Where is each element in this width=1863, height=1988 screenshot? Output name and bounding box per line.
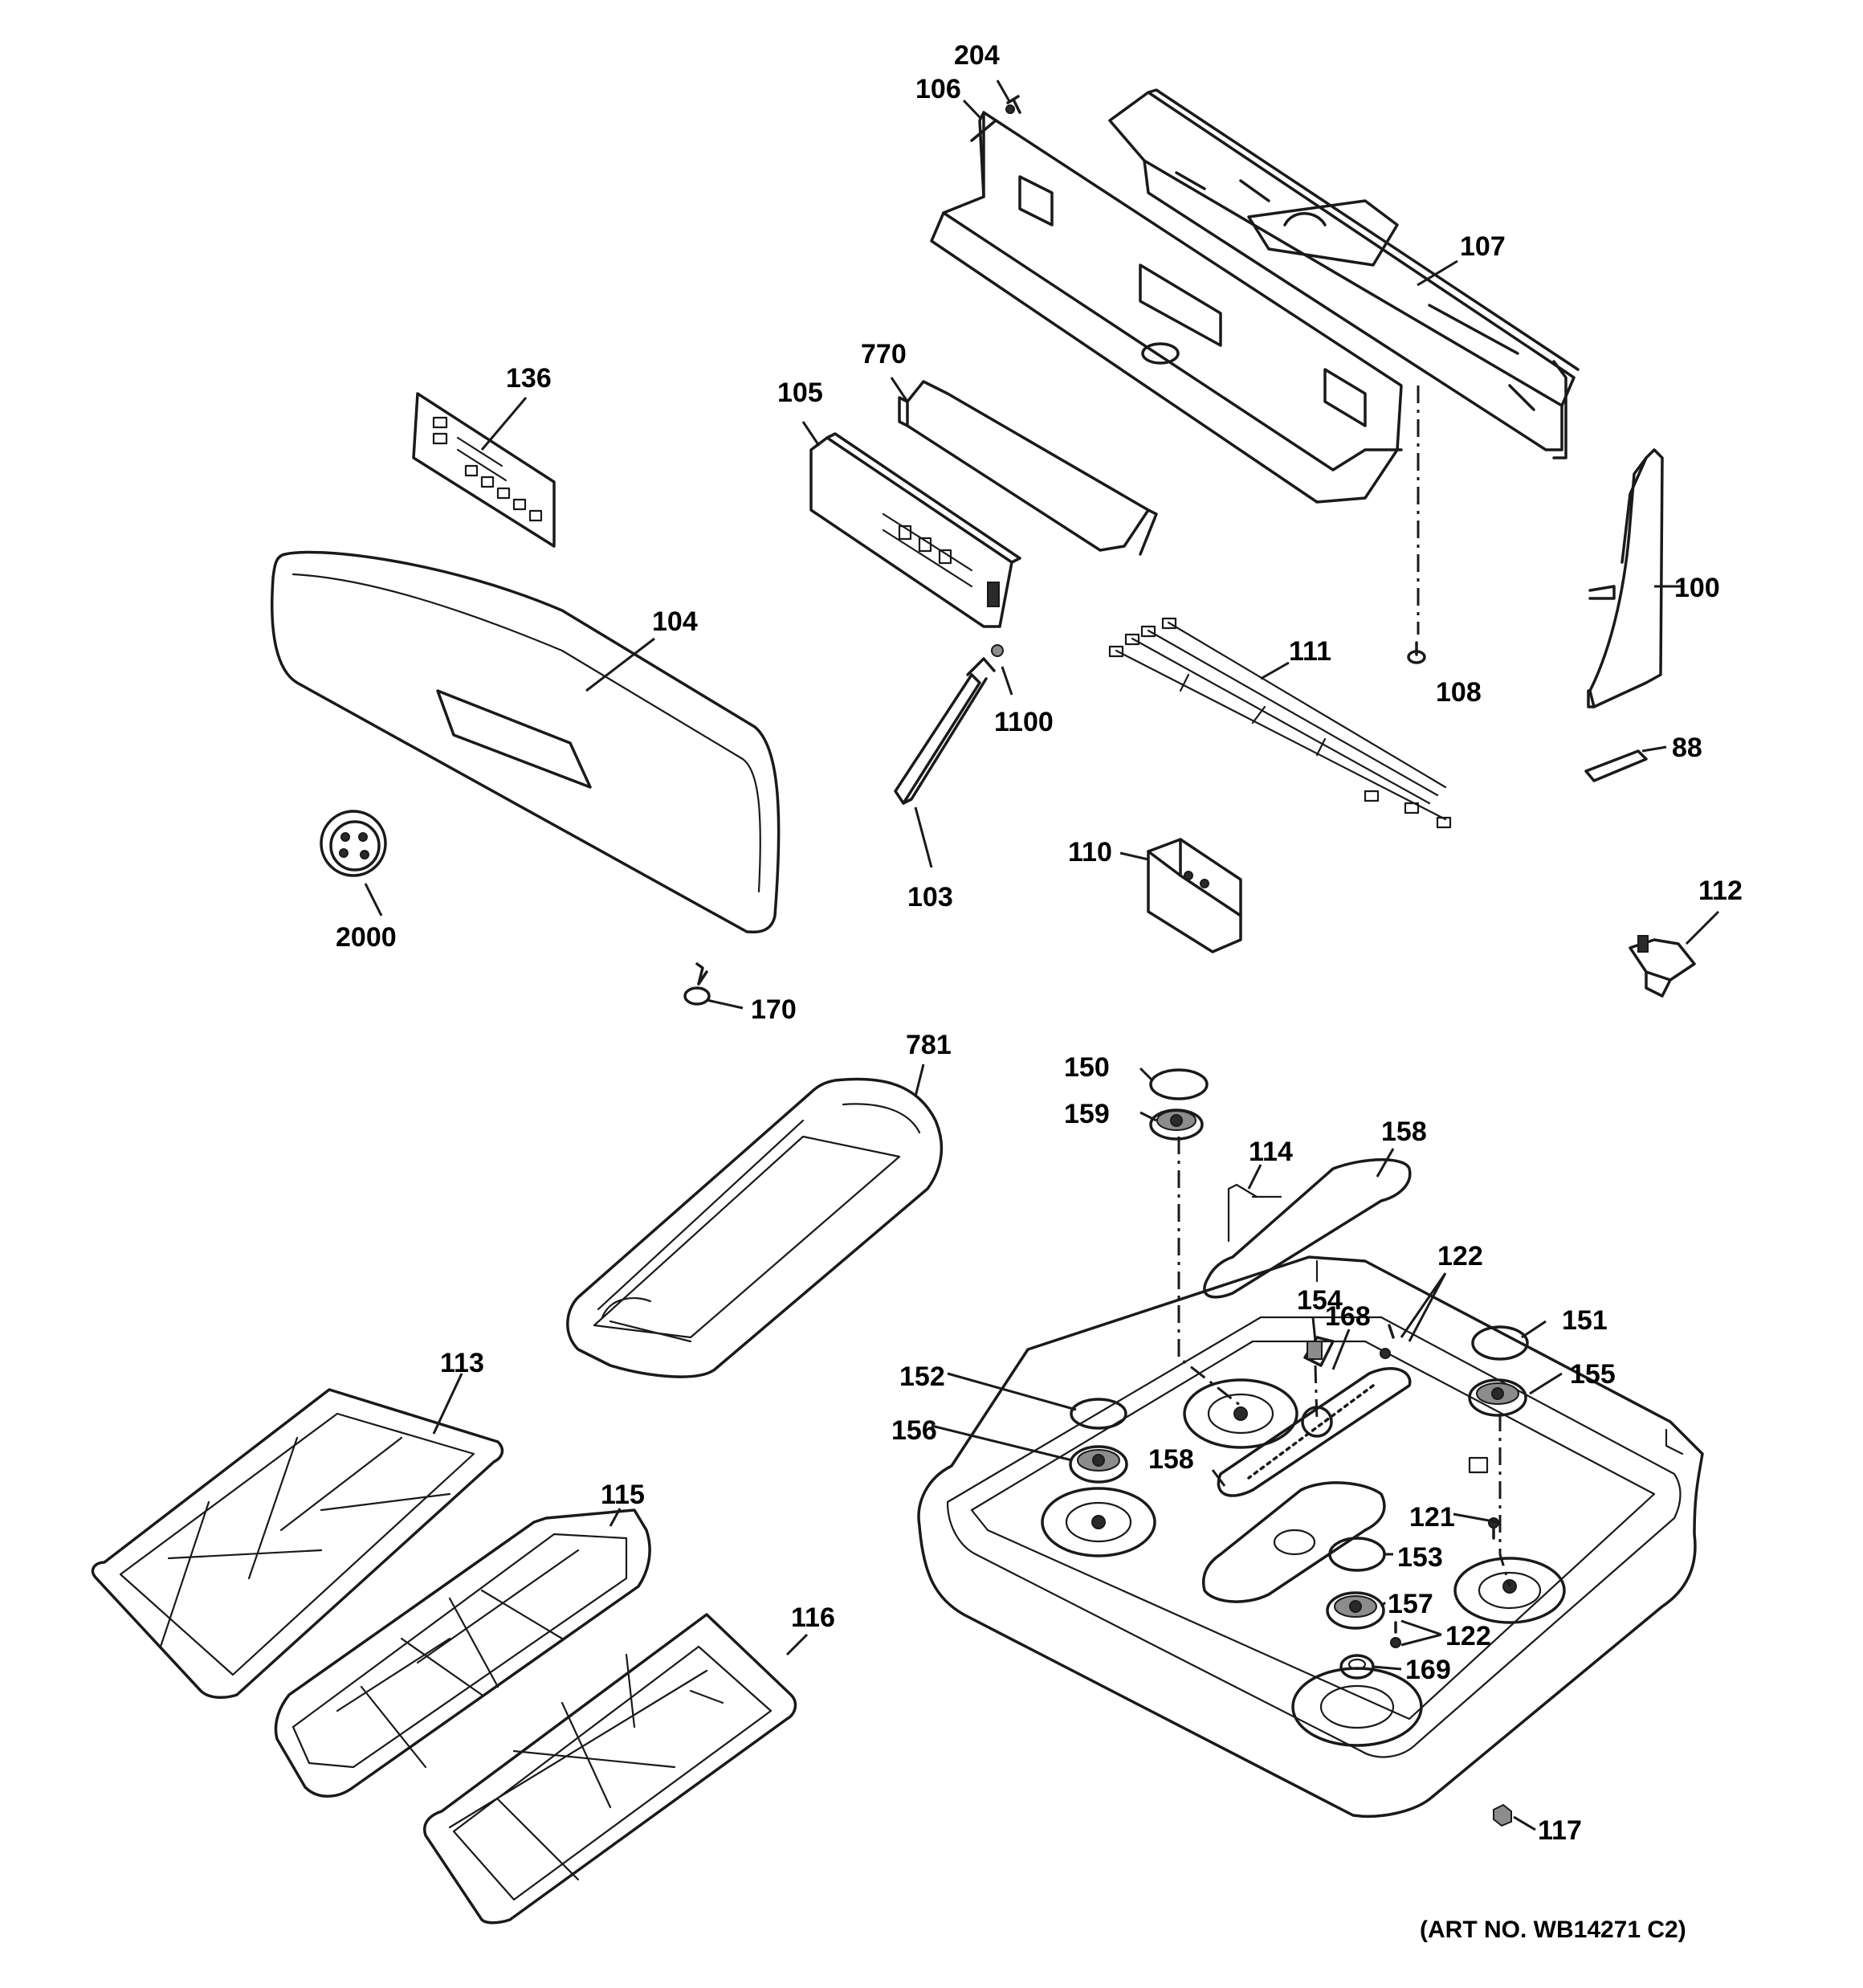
part-107-backsplash-rear (1108, 88, 1580, 459)
part-108-screw (1407, 641, 1426, 664)
callout-122-upper: 122 (1437, 1241, 1483, 1272)
part-157-burner-head (1326, 1591, 1385, 1630)
callout-115: 115 (601, 1480, 645, 1510)
callout-150: 150 (1064, 1052, 1110, 1083)
part-150-burner-cap (1149, 1068, 1209, 1100)
part-111-wire-harness (1108, 617, 1452, 829)
part-204-screw (1005, 95, 1021, 114)
callout-108: 108 (1436, 677, 1482, 708)
part-1100-nut (991, 644, 1004, 657)
part-cooktop (917, 1255, 1704, 1819)
part-88-spacer (1584, 749, 1648, 782)
part-136-control-overlay (412, 392, 556, 548)
callout-88: 88 (1672, 733, 1702, 763)
callout-122-lower: 122 (1445, 1621, 1491, 1651)
part-115-grate (274, 1508, 651, 1798)
leader-lines (364, 80, 1720, 1831)
callout-204: 204 (954, 40, 1000, 71)
part-781-griddle (566, 1077, 944, 1378)
callout-151: 151 (1562, 1305, 1608, 1336)
part-156-burner-head (1069, 1445, 1128, 1484)
part-158-burner-cap-oval (1203, 1158, 1412, 1299)
part-153-burner-cap (1328, 1537, 1386, 1572)
part-169-burner-base (1339, 1654, 1375, 1680)
assembly-lines (1177, 386, 1511, 1587)
part-2000-knob (320, 810, 387, 877)
callout-169: 169 (1405, 1655, 1451, 1685)
part-112-spark-module (1629, 935, 1696, 998)
part-116-grate (423, 1613, 797, 1925)
callout-2000: 2000 (336, 922, 397, 953)
callout-168: 168 (1325, 1301, 1371, 1332)
callout-107: 107 (1460, 231, 1506, 262)
part-117-nut (1493, 1803, 1512, 1827)
part-burner-base-left-rear (1183, 1378, 1298, 1449)
callout-770: 770 (861, 339, 907, 369)
callout-116: 116 (791, 1602, 835, 1633)
callout-1100: 1100 (994, 707, 1054, 737)
callout-136: 136 (506, 363, 552, 394)
callout-153: 153 (1397, 1542, 1443, 1573)
callout-111: 111 (1289, 636, 1331, 667)
part-110-terminal-block (1147, 838, 1242, 953)
part-105-control-board (809, 432, 1021, 628)
callout-159: 159 (1064, 1099, 1110, 1129)
callout-155: 155 (1570, 1359, 1616, 1390)
callout-156: 156 (891, 1415, 937, 1446)
callout-152: 152 (899, 1361, 945, 1392)
callout-158-lower: 158 (1148, 1444, 1194, 1475)
callout-114: 114 (1249, 1137, 1293, 1167)
part-152-burner-cap (1070, 1398, 1127, 1430)
part-burner-base-right-rear (1453, 1557, 1566, 1624)
callout-781: 781 (906, 1030, 952, 1060)
part-170-screw (683, 962, 711, 1006)
callout-103: 103 (907, 882, 953, 912)
part-114-wire-clip (1227, 1183, 1282, 1243)
callout-121: 121 (1409, 1502, 1455, 1533)
callout-104: 104 (652, 606, 698, 637)
part-159-burner-head (1149, 1108, 1204, 1141)
part-center-oval-burner-base (1202, 1481, 1386, 1603)
part-151-burner-cap (1471, 1325, 1529, 1361)
callout-112: 112 (1698, 876, 1743, 906)
callout-113: 113 (440, 1348, 484, 1378)
callout-117: 117 (1538, 1815, 1582, 1846)
part-122-screw-upper (1380, 1324, 1395, 1359)
part-154-electrode (1303, 1336, 1335, 1367)
part-113-grate (91, 1388, 504, 1700)
part-burner-base-right-front (1291, 1667, 1423, 1747)
callout-158-top: 158 (1381, 1116, 1427, 1147)
part-770-bracket (898, 380, 1158, 556)
part-104-control-panel (271, 550, 781, 934)
callout-170: 170 (751, 994, 797, 1025)
part-155-burner-head (1468, 1378, 1527, 1417)
part-backsplash-front (930, 111, 1403, 504)
callout-110: 110 (1068, 837, 1112, 867)
callout-labels: 204 106 107 770 136 105 100 104 108 111 … (336, 40, 1743, 1943)
callout-105: 105 (777, 378, 823, 408)
callout-100: 100 (1674, 573, 1720, 603)
callout-106: 106 (915, 74, 961, 104)
part-burner-base-left-front (1041, 1487, 1156, 1557)
part-100-side-trim (1587, 448, 1664, 708)
part-122-screw-lower (1390, 1621, 1401, 1648)
callout-154: 154 (1297, 1285, 1343, 1316)
part-103-bracket (894, 657, 996, 805)
callout-157: 157 (1388, 1589, 1433, 1619)
art-number: (ART NO. WB14271 C2) (1420, 1917, 1686, 1943)
